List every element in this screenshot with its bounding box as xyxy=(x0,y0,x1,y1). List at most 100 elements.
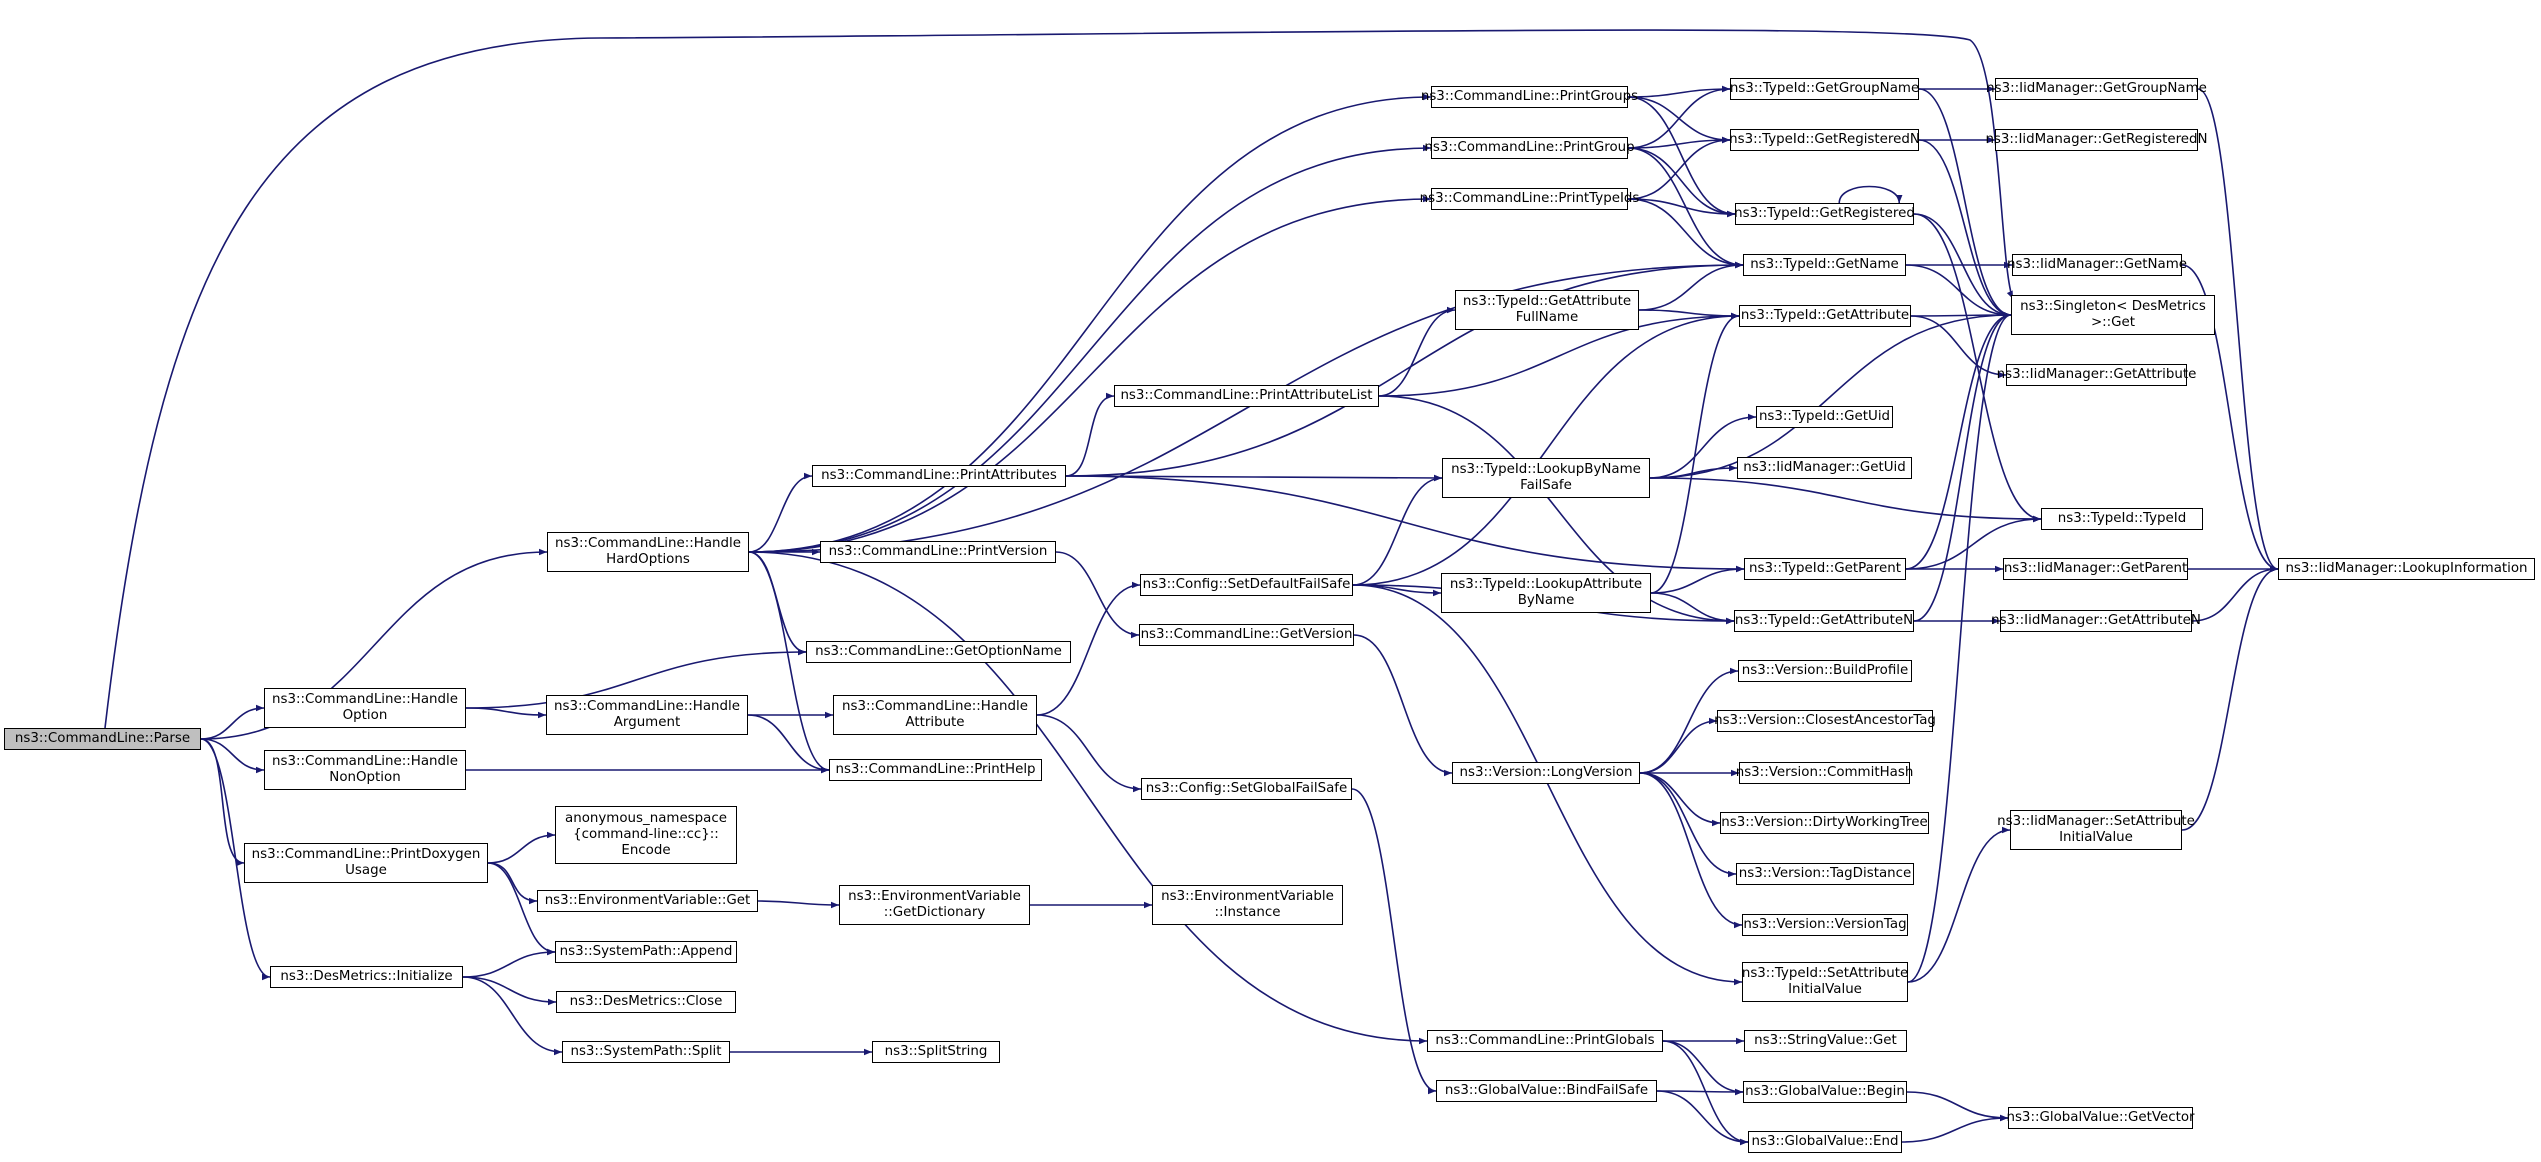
node-commandline-handle-argument[interactable]: ns3::CommandLine::Handle Argument xyxy=(546,695,748,735)
node-iidmanager-get-attribute[interactable]: ns3::IidManager::GetAttribute xyxy=(1997,364,2196,386)
edge-layer xyxy=(104,29,2279,1146)
node-typeid-lookup-attribute-by-name[interactable]: ns3::TypeId::LookupAttribute ByName xyxy=(1441,573,1651,613)
call-edge-handle-attribute-to-config-set-default-failsafe xyxy=(1036,581,1141,716)
node-globalvalue-begin[interactable]: ns3::GlobalValue::Begin xyxy=(1743,1081,1907,1103)
node-config-set-global-failsafe[interactable]: ns3::Config::SetGlobalFailSafe xyxy=(1141,778,1352,800)
call-edge-print-groups-to-typeid-get-group-name xyxy=(1627,85,1731,98)
call-edge-version-long-version-to-version-tag-distance xyxy=(1639,772,1737,878)
node-version-dirty-working-tree[interactable]: ns3::Version::DirtyWorkingTree xyxy=(1720,812,1929,834)
call-edge-envvar-get-to-envvar-get-dictionary xyxy=(757,900,840,909)
call-edge-globalvalue-bind-failsafe-to-globalvalue-end xyxy=(1656,1090,1749,1146)
call-edge-handle-hard-options-to-print-globals xyxy=(748,551,1428,1045)
node-typeid-get-registered[interactable]: ns3::TypeId::GetRegistered xyxy=(1734,203,1915,225)
node-typeid-get-parent[interactable]: ns3::TypeId::GetParent xyxy=(1744,558,1906,580)
call-edge-typeid-lookup-attribute-by-name-to-typeid-get-parent xyxy=(1650,565,1745,594)
node-iidmanager-get-registered-n[interactable]: ns3::IidManager::GetRegisteredN xyxy=(1985,129,2208,151)
call-edge-iid-get-group-name-to-iid-lookup-information xyxy=(2197,88,2279,573)
node-globalvalue-get-vector[interactable]: ns3::GlobalValue::GetVector xyxy=(2006,1107,2195,1129)
node-commandline-handle-option[interactable]: ns3::CommandLine::Handle Option xyxy=(264,688,466,728)
call-edge-handle-hard-options-to-print-groups xyxy=(748,93,1432,553)
node-systempath-split[interactable]: ns3::SystemPath::Split xyxy=(562,1041,730,1063)
node-version-long-version[interactable]: ns3::Version::LongVersion xyxy=(1452,762,1640,784)
call-edge-parse-to-handle-option xyxy=(200,704,265,740)
node-commandline-get-option-name[interactable]: ns3::CommandLine::GetOptionName xyxy=(806,641,1071,663)
node-typeid-get-attribute-n[interactable]: ns3::TypeId::GetAttributeN xyxy=(1734,610,1914,632)
node-version-build-profile[interactable]: ns3::Version::BuildProfile xyxy=(1738,660,1912,682)
node-commandline-print-groups[interactable]: ns3::CommandLine::PrintGroups xyxy=(1421,86,1638,108)
call-edge-version-long-version-to-version-version-tag xyxy=(1639,772,1743,929)
node-stringvalue-get[interactable]: ns3::StringValue::Get xyxy=(1744,1030,1907,1052)
node-iidmanager-get-uid[interactable]: ns3::IidManager::GetUid xyxy=(1737,457,1912,479)
node-environmentvariable-get[interactable]: ns3::EnvironmentVariable::Get xyxy=(537,890,758,912)
node-commandline-print-typeids[interactable]: ns3::CommandLine::PrintTypeIds xyxy=(1420,188,1639,210)
node-commandline-handle-attribute[interactable]: ns3::CommandLine::Handle Attribute xyxy=(833,695,1037,735)
node-typeid-get-attribute[interactable]: ns3::TypeId::GetAttribute xyxy=(1739,305,1911,327)
node-iidmanager-set-attribute-initial-value[interactable]: ns3::IidManager::SetAttribute InitialVal… xyxy=(1997,810,2195,850)
node-typeid-get-uid[interactable]: ns3::TypeId::GetUid xyxy=(1756,406,1893,428)
node-anonymous-namespace-encode[interactable]: anonymous_namespace {command-line::cc}::… xyxy=(555,806,737,864)
node-commandline-print-version[interactable]: ns3::CommandLine::PrintVersion xyxy=(820,541,1056,563)
node-split-string[interactable]: ns3::SplitString xyxy=(872,1041,1000,1063)
call-edge-typeid-get-attribute-fullname-to-typeid-get-name xyxy=(1638,261,1744,311)
node-globalvalue-bind-failsafe[interactable]: ns3::GlobalValue::BindFailSafe xyxy=(1436,1080,1657,1102)
node-typeid-get-attribute-fullname[interactable]: ns3::TypeId::GetAttribute FullName xyxy=(1455,290,1639,330)
call-edge-print-attributes-to-typeid-get-name xyxy=(1065,261,1744,477)
node-commandline-print-help[interactable]: ns3::CommandLine::PrintHelp xyxy=(829,759,1042,781)
node-iidmanager-get-group-name[interactable]: ns3::IidManager::GetGroupName xyxy=(1986,78,2207,100)
node-desmetrics-close[interactable]: ns3::DesMetrics::Close xyxy=(556,991,736,1013)
call-edge-globalvalue-end-to-globalvalue-get-vector xyxy=(1901,1114,2009,1143)
node-version-closest-ancestor-tag[interactable]: ns3::Version::ClosestAncestorTag xyxy=(1714,710,1936,732)
node-version-commit-hash[interactable]: ns3::Version::CommitHash xyxy=(1736,762,1913,784)
call-edge-print-attributes-to-print-attribute-list xyxy=(1065,392,1115,477)
call-edge-typeid-lookup-attribute-by-name-to-typeid-get-attribute-n xyxy=(1650,592,1735,625)
node-commandline-parse[interactable]: ns3::CommandLine::Parse xyxy=(4,728,201,750)
node-systempath-append[interactable]: ns3::SystemPath::Append xyxy=(555,941,737,963)
call-edge-typeid-get-registered-to-typeid-get-registered xyxy=(1838,185,1903,204)
call-edge-handle-hard-options-to-print-attributes xyxy=(748,472,813,553)
node-config-set-default-failsafe[interactable]: ns3::Config::SetDefaultFailSafe xyxy=(1140,574,1353,596)
node-typeid-lookup-by-name-failsafe[interactable]: ns3::TypeId::LookupByName FailSafe xyxy=(1442,458,1650,498)
call-edge-typeid-lookup-by-name-failsafe-to-typeid-get-uid xyxy=(1649,413,1757,479)
node-commandline-print-globals[interactable]: ns3::CommandLine::PrintGlobals xyxy=(1427,1030,1663,1052)
node-typeid-get-registered-n[interactable]: ns3::TypeId::GetRegisteredN xyxy=(1729,129,1920,151)
node-environmentvariable-get-dictionary[interactable]: ns3::EnvironmentVariable ::GetDictionary xyxy=(839,885,1030,925)
node-commandline-print-attribute-list[interactable]: ns3::CommandLine::PrintAttributeList xyxy=(1114,385,1379,407)
node-iidmanager-get-parent[interactable]: ns3::IidManager::GetParent xyxy=(2003,558,2188,580)
call-edge-print-attribute-list-to-typeid-get-attribute-fullname xyxy=(1378,306,1456,397)
call-edge-typeid-get-parent-to-typeid-typeid xyxy=(1905,515,2042,570)
node-commandline-get-version[interactable]: ns3::CommandLine::GetVersion xyxy=(1139,624,1354,646)
node-desmetrics-initialize[interactable]: ns3::DesMetrics::Initialize xyxy=(270,966,463,988)
call-edge-handle-hard-options-to-print-group xyxy=(748,144,1432,553)
node-iidmanager-get-name[interactable]: ns3::IidManager::GetName xyxy=(2007,254,2187,276)
call-edge-iid-get-name-to-iid-lookup-information xyxy=(2181,264,2279,573)
node-typeid-set-attribute-initial-value[interactable]: ns3::TypeId::SetAttribute InitialValue xyxy=(1742,962,1908,1002)
call-edge-typeid-set-attribute-initial-value-to-singleton-get xyxy=(1907,311,2012,983)
node-singleton-desmetrics-get[interactable]: ns3::Singleton< DesMetrics >::Get xyxy=(2011,295,2215,335)
call-edge-parse-to-desmetrics-initialize xyxy=(200,738,271,981)
node-commandline-print-group[interactable]: ns3::CommandLine::PrintGroup xyxy=(1424,137,1635,159)
call-edge-typeid-get-group-name-to-singleton-get xyxy=(1918,88,2012,319)
node-version-tag-distance[interactable]: ns3::Version::TagDistance xyxy=(1736,863,1914,885)
node-commandline-handle-hard-options[interactable]: ns3::CommandLine::Handle HardOptions xyxy=(547,532,749,572)
call-edge-print-attributes-to-typeid-get-parent xyxy=(1065,475,1745,573)
call-edge-handle-hard-options-to-typeid-get-name xyxy=(748,261,1744,553)
node-commandline-handle-non-option[interactable]: ns3::CommandLine::Handle NonOption xyxy=(264,750,466,790)
call-edge-print-doxygen-usage-to-encode xyxy=(487,831,556,864)
node-commandline-print-attributes[interactable]: ns3::CommandLine::PrintAttributes xyxy=(812,465,1066,487)
node-commandline-print-doxygen-usage[interactable]: ns3::CommandLine::PrintDoxygen Usage xyxy=(244,843,488,883)
call-edge-typeid-get-registered-n-to-singleton-get xyxy=(1918,139,2012,319)
node-iidmanager-get-attribute-n[interactable]: ns3::IidManager::GetAttributeN xyxy=(1991,610,2201,632)
call-edge-typeid-get-attribute-fullname-to-typeid-get-attribute xyxy=(1638,309,1740,320)
node-environmentvariable-instance[interactable]: ns3::EnvironmentVariable ::Instance xyxy=(1152,885,1343,925)
node-globalvalue-end[interactable]: ns3::GlobalValue::End xyxy=(1748,1131,1902,1153)
node-iidmanager-lookup-information[interactable]: ns3::IidManager::LookupInformation xyxy=(2278,558,2535,580)
call-edge-typeid-lookup-attribute-by-name-to-typeid-get-attribute xyxy=(1650,312,1740,594)
node-version-version-tag[interactable]: ns3::Version::VersionTag xyxy=(1742,914,1908,936)
node-typeid-get-group-name[interactable]: ns3::TypeId::GetGroupName xyxy=(1730,78,1919,100)
call-edge-print-groups-to-typeid-get-registered xyxy=(1627,96,1736,218)
node-typeid-get-name[interactable]: ns3::TypeId::GetName xyxy=(1743,254,1906,276)
call-edge-print-typeids-to-typeid-get-registered-n xyxy=(1627,136,1731,200)
call-edge-parse-to-singleton-get xyxy=(104,29,2014,729)
node-typeid-typeid[interactable]: ns3::TypeId::TypeId xyxy=(2041,508,2203,530)
call-edge-typeid-lookup-by-name-failsafe-to-singleton-get xyxy=(1649,311,2012,479)
